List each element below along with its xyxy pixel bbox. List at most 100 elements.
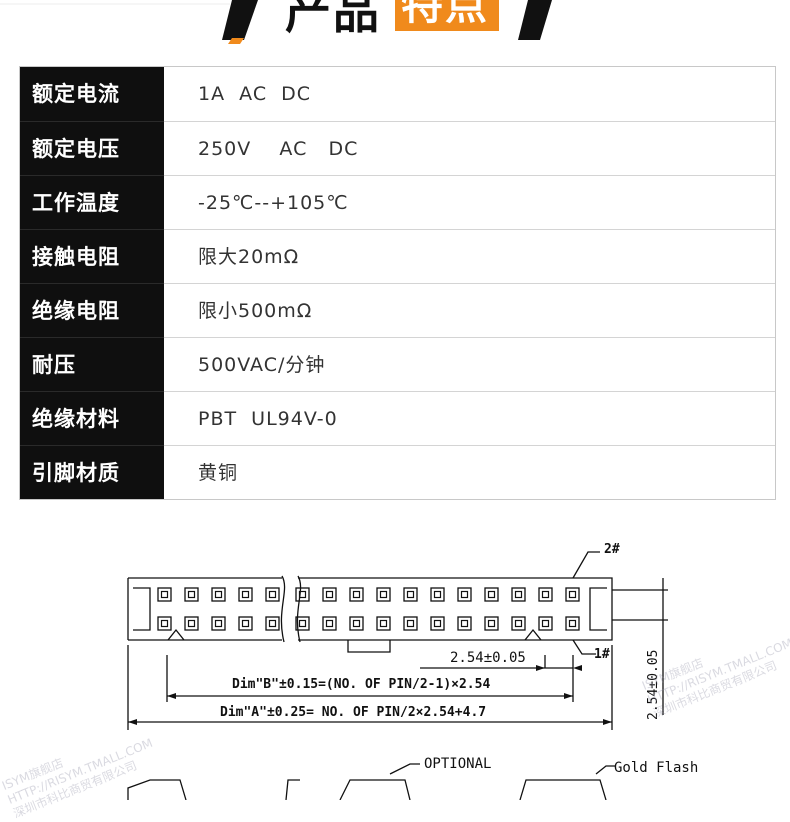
spec-value: 250V AC DC: [164, 121, 775, 175]
dim-a-formula: Dim"A"±0.25= NO. OF PIN/2×2.54+4.7: [220, 705, 487, 720]
pin-contact: [322, 587, 337, 602]
pin-contact-inner: [325, 619, 334, 628]
pin-contact: [511, 587, 526, 602]
pin-contact-inner: [433, 619, 442, 628]
pin-contact-inner: [268, 619, 277, 628]
connector-drawing: 2# 1# 2.54±0.05 Dim"B"±0.15=(NO. OF PIN/…: [0, 530, 790, 821]
spec-row: 耐压 500VAC/分钟: [20, 337, 775, 391]
pin-contact-inner: [406, 619, 415, 628]
pin-contact-inner: [514, 619, 523, 628]
pin-contact: [430, 587, 445, 602]
pin-contact: [238, 587, 253, 602]
spec-label: 额定电压: [20, 121, 164, 175]
spec-value: 限小500mΩ: [164, 283, 775, 337]
spec-label: 绝缘材料: [20, 391, 164, 445]
pin-contact-inner: [160, 619, 169, 628]
pin-contact: [238, 616, 253, 631]
spec-value: 限大20mΩ: [164, 229, 775, 283]
pin-contact: [184, 616, 199, 631]
section-header: 产品 特点: [0, 0, 790, 46]
header-title-badge: 特点: [395, 0, 499, 31]
pin-contact: [265, 616, 280, 631]
pin1-label: 1#: [594, 647, 610, 662]
optional-label: OPTIONAL: [424, 756, 492, 772]
pin-contact-inner: [268, 590, 277, 599]
pin-contact-inner: [187, 619, 196, 628]
spec-label: 额定电流: [20, 67, 164, 121]
pin-contact: [538, 616, 553, 631]
pin-contact-inner: [460, 590, 469, 599]
pin-contact-inner: [187, 590, 196, 599]
pin-contact-inner: [514, 590, 523, 599]
dim-b-formula: Dim"B"±0.15=(NO. OF PIN/2-1)×2.54: [232, 677, 491, 692]
spec-value: PBT UL94V-0: [164, 391, 775, 445]
spec-row: 引脚材质 黄铜: [20, 445, 775, 499]
pin-contact-inner: [298, 590, 307, 599]
pin-contact-inner: [568, 590, 577, 599]
pin-contact: [157, 587, 172, 602]
pin-contact-inner: [241, 619, 250, 628]
pin-contact: [565, 587, 580, 602]
spec-label: 接触电阻: [20, 229, 164, 283]
gold-flash-label: Gold Flash: [614, 760, 699, 776]
pin-contact-inner: [241, 590, 250, 599]
pin-contact-inner: [406, 590, 415, 599]
pin-contact-inner: [325, 590, 334, 599]
pin-contact: [211, 616, 226, 631]
spec-label: 耐压: [20, 337, 164, 391]
pin-contact: [565, 616, 580, 631]
pin-contact: [376, 616, 391, 631]
spec-row: 绝缘电阻 限小500mΩ: [20, 283, 775, 337]
pin-contact-inner: [379, 619, 388, 628]
pin-contact: [295, 587, 310, 602]
pin-contact: [322, 616, 337, 631]
connector-outline: [127, 551, 668, 800]
spec-table: 额定电流 1A AC DC 额定电压 250V AC DC 工作温度 -25℃-…: [19, 66, 776, 500]
pin-contact: [211, 587, 226, 602]
pin-contact-inner: [352, 590, 361, 599]
spec-row: 额定电压 250V AC DC: [20, 121, 775, 175]
spec-label: 绝缘电阻: [20, 283, 164, 337]
spec-label: 工作温度: [20, 175, 164, 229]
spec-row: 额定电流 1A AC DC: [20, 67, 775, 121]
pin-contact: [403, 587, 418, 602]
header-decoration: [0, 0, 790, 46]
pin-contact-inner: [541, 590, 550, 599]
pin-contact-inner: [298, 619, 307, 628]
pin-contact: [376, 587, 391, 602]
spec-row: 绝缘材料 PBT UL94V-0: [20, 391, 775, 445]
pin-grid-right: [295, 587, 580, 631]
pin-contact-inner: [460, 619, 469, 628]
pin-grid-left: [157, 587, 280, 631]
pin-contact-inner: [433, 590, 442, 599]
pin-contact: [184, 587, 199, 602]
pin-contact: [457, 616, 472, 631]
spec-row: 工作温度 -25℃--+105℃: [20, 175, 775, 229]
pin-contact: [457, 587, 472, 602]
pin-contact: [349, 616, 364, 631]
spec-label: 引脚材质: [20, 445, 164, 499]
spec-value: -25℃--+105℃: [164, 175, 775, 229]
pin-contact: [511, 616, 526, 631]
pin-contact: [295, 616, 310, 631]
pitch-dimension: 2.54±0.05: [450, 650, 526, 666]
spec-row: 接触电阻 限大20mΩ: [20, 229, 775, 283]
header-title-orange: 特点: [401, 0, 490, 29]
pin-contact: [484, 616, 499, 631]
pin-contact-inner: [541, 619, 550, 628]
pin-contact: [403, 616, 418, 631]
pin-contact: [430, 616, 445, 631]
spec-value: 1A AC DC: [164, 67, 775, 121]
pin-contact: [349, 587, 364, 602]
pin-contact-inner: [214, 619, 223, 628]
pin-contact: [538, 587, 553, 602]
pin-contact-inner: [379, 590, 388, 599]
pin-contact-inner: [214, 590, 223, 599]
spec-value: 500VAC/分钟: [164, 337, 775, 391]
pin-contact: [265, 587, 280, 602]
pin-contact: [157, 616, 172, 631]
pin-contact-inner: [487, 590, 496, 599]
spec-value: 黄铜: [164, 445, 775, 499]
pin-contact-inner: [487, 619, 496, 628]
pin2-label: 2#: [604, 542, 620, 557]
